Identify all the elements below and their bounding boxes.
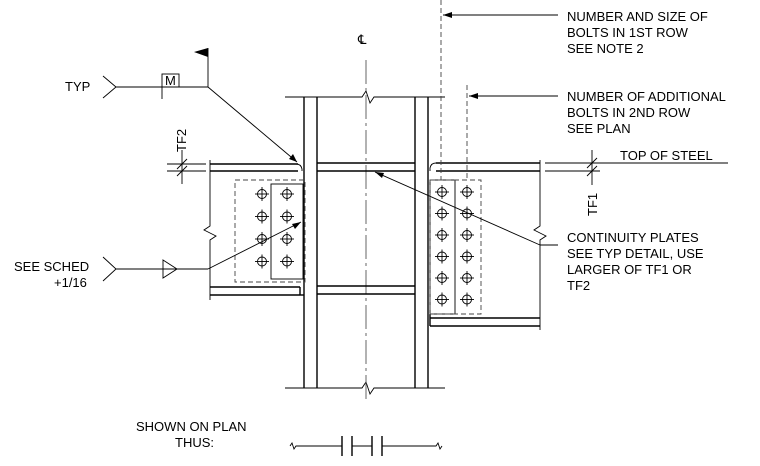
plus-1-16-label: +1/16	[54, 275, 87, 290]
weld-symbol-letter: M	[165, 73, 176, 88]
bolt-icon	[435, 292, 449, 307]
bolt-icon	[255, 254, 269, 269]
bolt-icon	[460, 206, 474, 221]
bolt-icon	[435, 228, 449, 242]
bolt-icon	[435, 185, 449, 199]
bolt-icon	[255, 209, 269, 224]
bolt-icon	[280, 209, 294, 224]
right-beam	[429, 160, 547, 330]
left-shear-tab	[270, 183, 304, 280]
weld-symbol-see-sched	[102, 221, 302, 282]
left-bolt-group	[255, 187, 294, 269]
bolt-icon	[255, 187, 269, 201]
bolt-icon	[460, 185, 474, 199]
bolt-icon	[280, 187, 294, 201]
bolt-row-dimension-lines	[440, 0, 558, 180]
bolt-icon	[435, 206, 449, 221]
column	[285, 60, 445, 400]
bolt-icon	[460, 271, 474, 285]
bolt-icon	[460, 249, 474, 264]
tf2-dimension	[167, 150, 206, 184]
see-sched-label: SEE SCHED	[14, 259, 89, 274]
shown-on-plan-label: SHOWN ON PLAN THUS:	[136, 419, 250, 450]
continuity-plate-leader	[374, 171, 558, 246]
fillet-weld-icon	[162, 259, 178, 279]
continuity-plates-note: CONTINUITY PLATES SEE TYP DETAIL, USE LA…	[567, 230, 707, 293]
right-shear-tab	[429, 179, 456, 315]
field-weld-flag-icon	[194, 48, 208, 57]
bolt-icon	[460, 228, 474, 242]
bolt-icon	[460, 292, 474, 307]
bolt-icon	[280, 254, 294, 269]
weld-symbol-typ	[102, 48, 298, 163]
right-bolt-area	[429, 179, 482, 315]
centerline-symbol: ℄	[357, 32, 367, 47]
bolt-icon	[435, 271, 449, 285]
note-bolts-second-row: NUMBER OF ADDITIONAL BOLTS IN 2ND ROW SE…	[567, 89, 729, 136]
bolt-icon	[280, 232, 294, 246]
left-bolt-area	[234, 179, 306, 283]
left-beam	[203, 160, 304, 300]
right-bolt-group	[435, 185, 474, 307]
top-of-steel-label: TOP OF STEEL	[620, 148, 713, 163]
typ-label: TYP	[65, 79, 90, 94]
note-bolts-first-row: NUMBER AND SIZE OF BOLTS IN 1ST ROW SEE …	[567, 9, 711, 56]
tf1-label: TF1	[585, 193, 600, 216]
bolt-icon	[435, 249, 449, 264]
tf2-label: TF2	[174, 129, 189, 152]
plan-symbol	[289, 436, 443, 456]
top-of-steel-marker	[545, 150, 728, 185]
